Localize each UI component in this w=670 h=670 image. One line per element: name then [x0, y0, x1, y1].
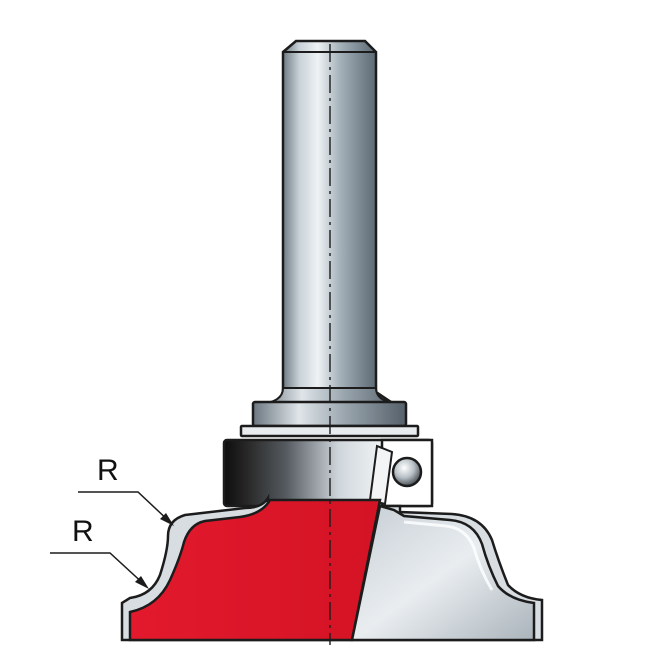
bearing [222, 438, 434, 508]
cutter [120, 493, 544, 642]
cutter-steel-highlight [403, 520, 494, 591]
arrowhead-upper [160, 513, 174, 526]
leader-line-upper [78, 491, 172, 524]
shank-body [278, 39, 393, 402]
cutter-red-wing [128, 498, 382, 642]
cutter-steel-body [350, 504, 536, 642]
radius-label-lower: R [72, 515, 94, 548]
radius-label-upper: R [97, 454, 119, 487]
bearing-race [368, 444, 394, 506]
radius-annotations: R R [50, 454, 174, 589]
leader-line-lower [50, 552, 147, 587]
shank [278, 39, 393, 402]
ball-bearing-icon [391, 456, 423, 488]
arrowhead-lower [135, 576, 149, 589]
